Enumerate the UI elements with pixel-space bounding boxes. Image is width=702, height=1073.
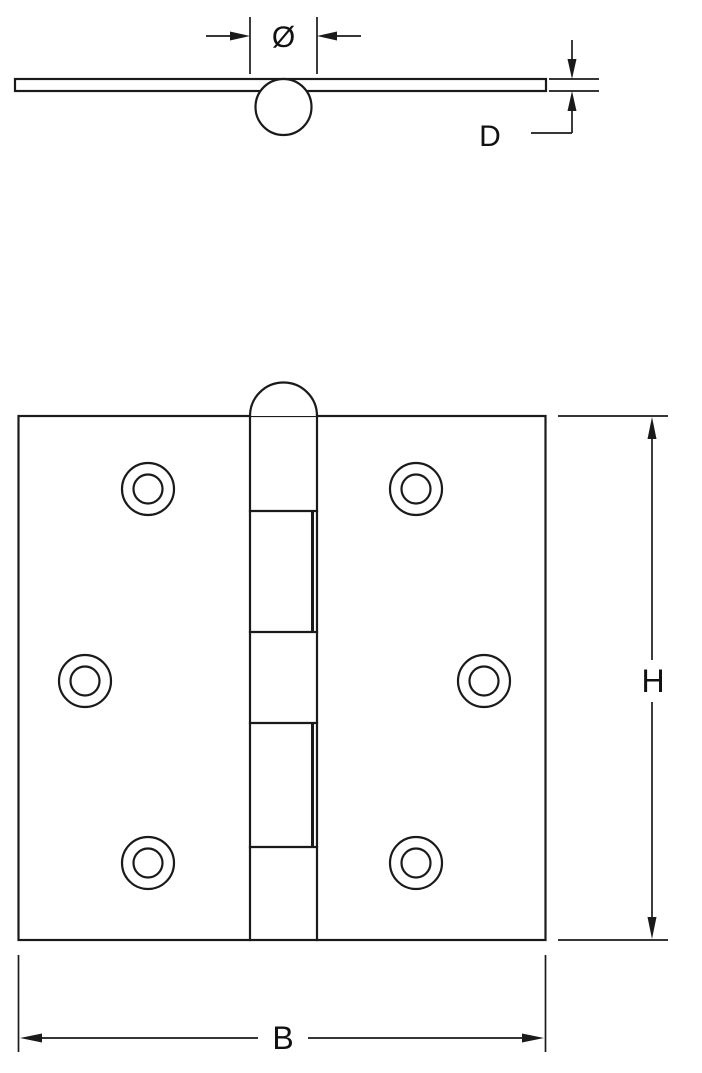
dim-pin-diameter: Ø — [206, 17, 361, 74]
arrowhead-left-icon — [20, 1033, 42, 1043]
screw-hole-outer — [120, 835, 176, 891]
screw-hole — [120, 461, 176, 517]
screw-hole-outer — [120, 461, 176, 517]
top-view-side-profile: Ø D — [13, 17, 599, 153]
dim-width: B — [17, 955, 547, 1056]
screw-hole — [388, 835, 444, 891]
pin-diameter-label: Ø — [272, 21, 295, 54]
screw-hole-inner — [69, 665, 101, 697]
screw-hole-outer — [456, 653, 512, 709]
arrowhead-up-icon — [647, 417, 657, 439]
screw-hole-outer — [388, 461, 444, 517]
arrowhead-up-icon — [567, 91, 577, 111]
dim-height: H — [558, 415, 668, 941]
screw-hole-inner — [132, 473, 164, 505]
arrowhead-left-icon — [317, 31, 337, 41]
arrowhead-right-icon — [522, 1033, 544, 1043]
hinge-leaf-front — [17, 414, 547, 942]
screw-hole-outer — [57, 653, 113, 709]
arrowhead-down-icon — [567, 59, 577, 79]
screw-hole-inner — [400, 847, 432, 879]
screw-hole — [456, 653, 512, 709]
screw-hole — [120, 835, 176, 891]
height-label: H — [641, 663, 664, 699]
arrowhead-right-icon — [230, 31, 250, 41]
hinge-knuckle-circle — [254, 77, 313, 137]
dim-leaf-thickness: D — [479, 40, 599, 153]
screw-hole — [57, 653, 113, 709]
screw-holes — [57, 461, 512, 891]
screw-hole — [388, 461, 444, 517]
width-label: B — [272, 1020, 293, 1056]
knuckle-divisions — [248, 509, 319, 849]
front-view-hinge-face: H B — [17, 381, 668, 1056]
leaf-thickness-label: D — [479, 120, 501, 153]
screw-hole-inner — [132, 847, 164, 879]
arrowhead-down-icon — [647, 917, 657, 939]
screw-hole-outer — [388, 835, 444, 891]
knuckle-dome — [248, 381, 319, 417]
screw-hole-inner — [400, 473, 432, 505]
screw-hole-inner — [468, 665, 500, 697]
